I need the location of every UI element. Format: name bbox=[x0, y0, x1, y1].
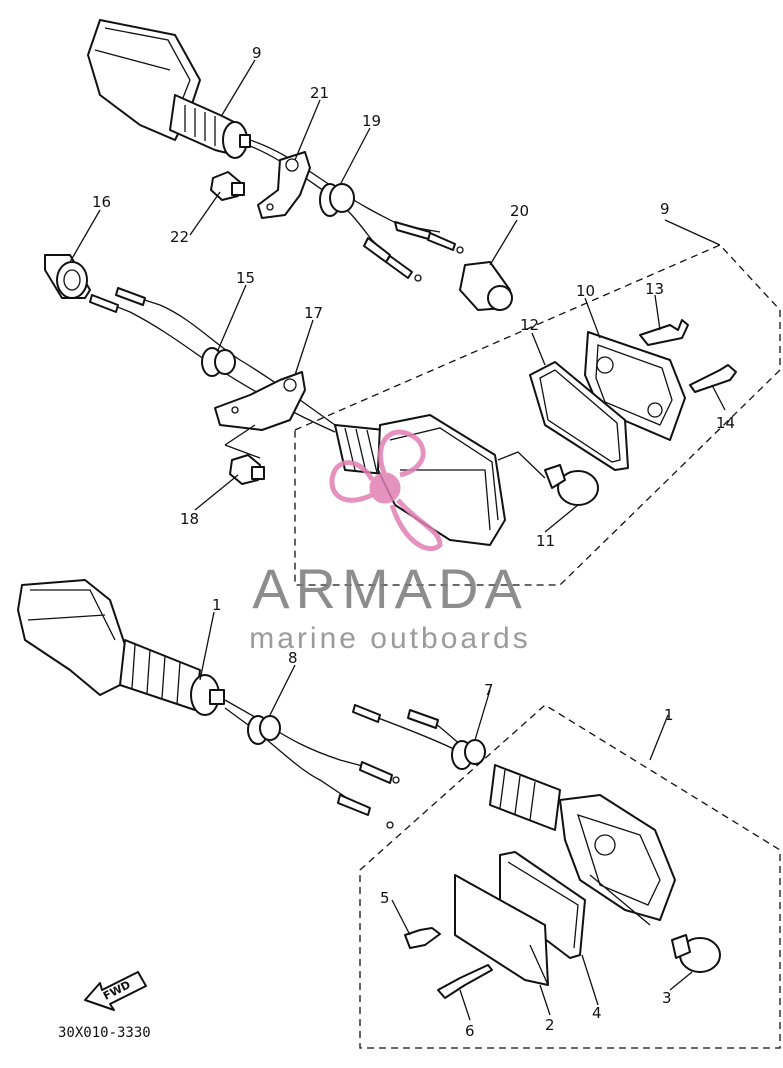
callout-20: 20 bbox=[510, 202, 529, 220]
callout-21: 21 bbox=[310, 84, 329, 102]
callout-6: 6 bbox=[465, 1022, 475, 1040]
grommet-16 bbox=[44, 254, 91, 299]
callout-1-left: 1 bbox=[212, 596, 222, 614]
fwd-arrow: FWD bbox=[84, 971, 147, 1011]
armada-logo: ARMADA marine outboards bbox=[249, 429, 530, 655]
grommet-20 bbox=[459, 261, 513, 311]
callout-9-top: 9 bbox=[252, 44, 262, 62]
callout-10: 10 bbox=[576, 282, 595, 300]
lamp-group-1 bbox=[352, 704, 781, 1049]
callout-7: 7 bbox=[484, 681, 494, 699]
callout-3: 3 bbox=[662, 989, 672, 1007]
callout-18: 18 bbox=[180, 510, 199, 528]
callout-4: 4 bbox=[592, 1004, 602, 1022]
callout-15: 15 bbox=[236, 269, 255, 287]
callout-5: 5 bbox=[380, 889, 390, 907]
callout-8: 8 bbox=[288, 649, 298, 667]
callout-12: 12 bbox=[520, 316, 539, 334]
callout-11: 11 bbox=[536, 532, 555, 550]
callout-numbers: 9 21 19 22 16 20 9 10 13 12 14 15 17 18 … bbox=[92, 44, 735, 1040]
callout-17: 17 bbox=[304, 304, 323, 322]
callout-2: 2 bbox=[545, 1016, 555, 1034]
grommet-19 bbox=[319, 183, 355, 217]
flasher-lamp-top bbox=[87, 19, 464, 282]
armada-propeller-icon bbox=[329, 429, 443, 552]
reference-code: 30X010-3330 bbox=[58, 1025, 151, 1041]
callout-14: 14 bbox=[716, 414, 735, 432]
bolt-22 bbox=[210, 171, 245, 201]
callout-13: 13 bbox=[645, 280, 664, 298]
callout-leaders bbox=[69, 59, 726, 1021]
callout-1-right: 1 bbox=[664, 706, 674, 724]
callout-16: 16 bbox=[92, 193, 111, 211]
bracket-21 bbox=[257, 151, 311, 219]
brand-tagline: marine outboards bbox=[249, 622, 530, 655]
callout-9-group: 9 bbox=[660, 200, 670, 218]
callout-19: 19 bbox=[362, 112, 381, 130]
callout-22: 22 bbox=[170, 228, 189, 246]
brand-name: ARMADA bbox=[252, 557, 528, 620]
flasher-lamp-left bbox=[17, 579, 400, 829]
